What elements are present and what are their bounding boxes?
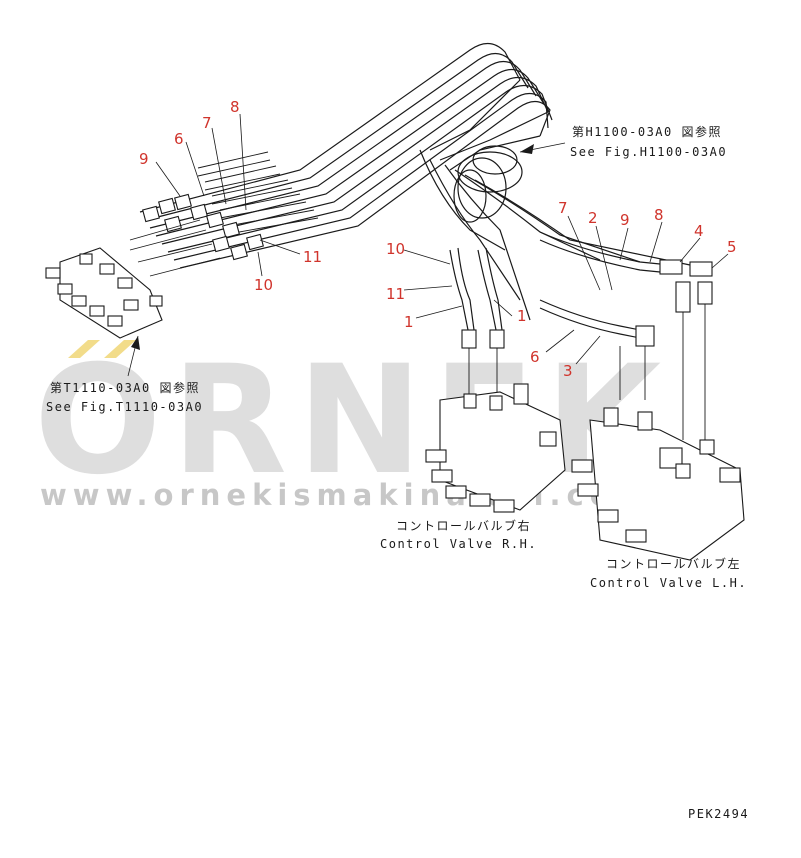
drawing-code: PEK2494 (688, 807, 749, 821)
callout-mid-1b: 1 (517, 307, 527, 325)
valve-lh-jp: コントロールバルブ左 (606, 556, 741, 571)
tube-bundle (139, 42, 553, 269)
control-valve-rh (425, 383, 566, 513)
callout-left-10: 10 (254, 276, 273, 294)
callout-right-4: 4 (694, 222, 704, 240)
callout-right-7: 7 (558, 199, 568, 217)
control-valve-lh (571, 407, 745, 561)
callout-mid-11: 11 (386, 285, 405, 303)
middle-hoses (449, 247, 505, 395)
watermark-accent-right (104, 340, 136, 358)
callout-right-6: 6 (530, 348, 540, 366)
ref-top-jp: 第H1100-03A0 図参照 (572, 124, 722, 139)
callout-left-8: 8 (230, 98, 240, 116)
valve-rh-en: Control Valve R.H. (380, 537, 537, 551)
callout-left-7: 7 (202, 114, 212, 132)
watermark-accent-left (68, 340, 100, 358)
callout-right-9: 9 (620, 211, 630, 229)
ref-left-jp: 第T1110-03A0 図参照 (50, 380, 200, 395)
tube-loop (419, 145, 691, 321)
callout-mid-10: 10 (386, 240, 405, 258)
callout-right-5: 5 (727, 238, 737, 256)
reference-notes: 第H1100-03A0 図参照 See Fig.H1100-03A0 第T111… (46, 124, 749, 821)
callout-right-3: 3 (563, 362, 573, 380)
valve-lh-en: Control Valve L.H. (590, 576, 747, 590)
callout-right-2: 2 (588, 209, 598, 227)
part-callouts: 9 6 7 8 11 10 10 11 1 1 7 2 9 8 4 5 6 3 (139, 98, 737, 380)
callout-left-6: 6 (174, 130, 184, 148)
callout-right-8: 8 (654, 206, 664, 224)
callout-left-9: 9 (139, 150, 149, 168)
right-hoses (539, 231, 713, 440)
callout-mid-1a: 1 (404, 313, 414, 331)
left-manifold (45, 247, 163, 339)
callout-left-11: 11 (303, 248, 322, 266)
ref-left-en: See Fig.T1110-03A0 (46, 400, 203, 414)
valve-rh-jp: コントロールバルブ右 (396, 518, 531, 533)
leader-lines (127, 113, 729, 377)
left-fitting-cluster (129, 193, 264, 277)
ref-top-en: See Fig.H1100-03A0 (570, 145, 727, 159)
